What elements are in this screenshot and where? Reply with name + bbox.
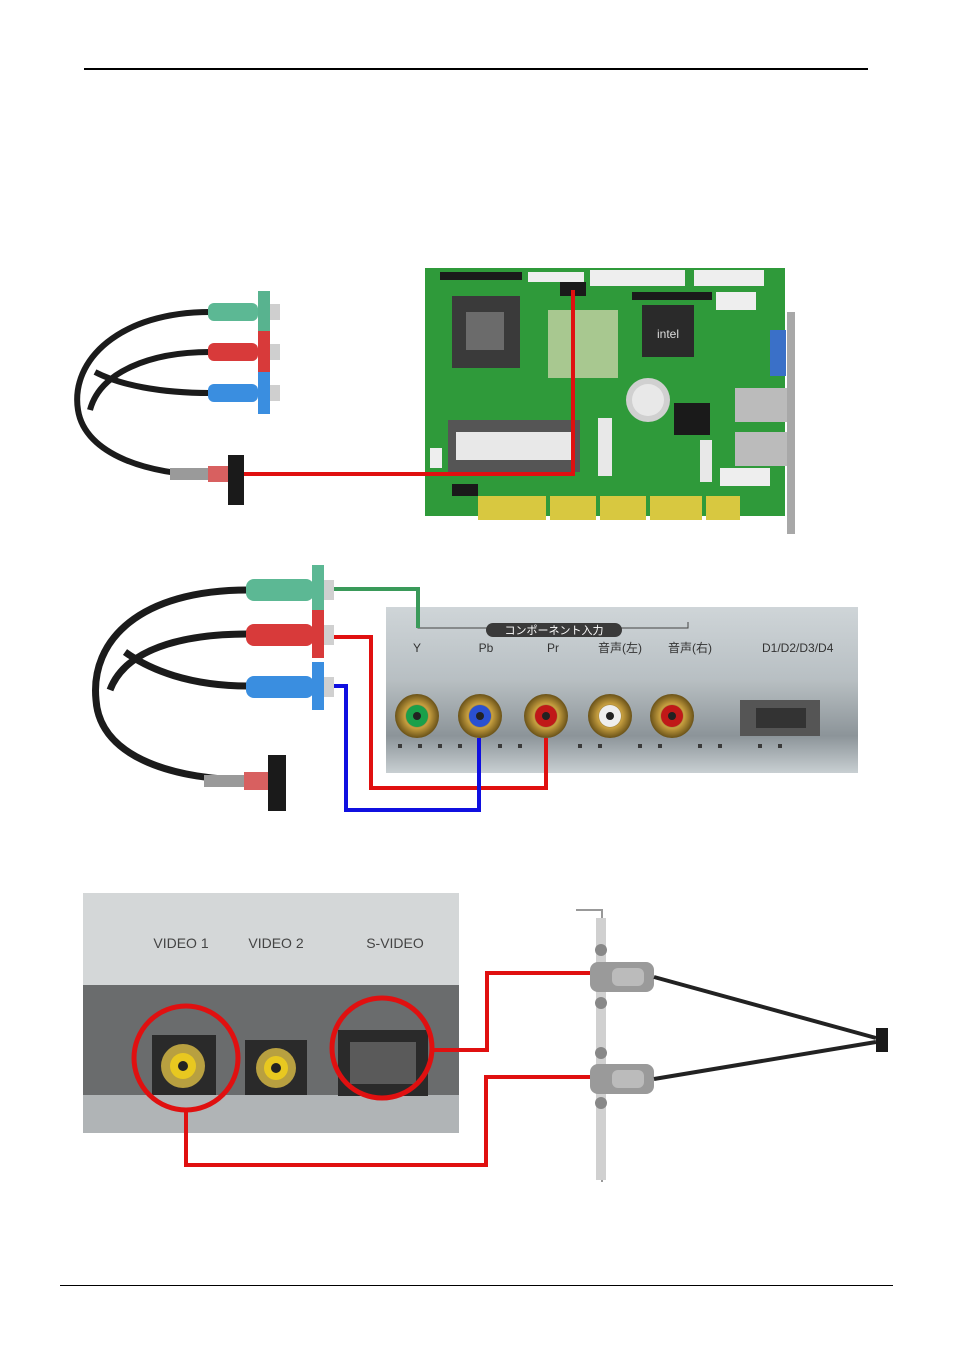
label-y: Y: [413, 641, 421, 655]
label-video2: VIDEO 2: [248, 935, 303, 951]
label-audio-left: 音声(左): [598, 640, 642, 655]
jack-pb: [458, 694, 502, 738]
motherboard: intel: [425, 268, 795, 534]
header-connector-2: [268, 755, 286, 811]
cable-end-connector: [876, 1028, 888, 1052]
d-terminal-port: [740, 700, 820, 736]
chipset: [642, 305, 694, 357]
lan-port-1: [735, 388, 787, 422]
jack-video2: [245, 1040, 307, 1095]
red-wire-video1: [184, 1075, 590, 1167]
jack-audio-right: [650, 694, 694, 738]
rca-plug-red-2: [246, 610, 334, 658]
label-audio-right: 音声(右): [668, 640, 712, 655]
header-connector: [228, 455, 244, 505]
io-bracket: [787, 312, 795, 534]
red-wire-component: [334, 635, 548, 790]
highlight-svideo: [329, 995, 435, 1101]
jack-audio-left: [588, 694, 632, 738]
footer-rule: [60, 1285, 893, 1286]
label-video1: VIDEO 1: [153, 935, 208, 951]
lan-port-2: [735, 432, 787, 466]
blue-wire-component: [334, 684, 481, 812]
ide-header: [590, 270, 685, 286]
tv-video-panel: VIDEO 1 VIDEO 2 S-VIDEO: [83, 893, 459, 1133]
label-svideo: S-VIDEO: [366, 935, 424, 951]
pci-edge-connector: [478, 496, 740, 520]
red-wire-board: [244, 290, 575, 476]
jack-video1: [152, 1035, 216, 1095]
rca-plug-blue-2: [246, 662, 334, 710]
vga-port: [770, 330, 786, 376]
rca-plug-red: [208, 331, 280, 373]
rca-plug-blue: [208, 372, 280, 414]
red-wire-svideo: [434, 971, 590, 1052]
component-input-title: コンポーネント入力: [505, 624, 604, 637]
rca-plug-green-2: [246, 565, 334, 613]
jack-pr: [524, 694, 568, 738]
tv-component-panel: コンポーネント入力 Y Pb Pr 音声(左) 音声(右) D1/D2/D3/D…: [386, 607, 858, 773]
component-cable-2: [92, 565, 334, 811]
label-d-terminal: D1/D2/D3/D4: [762, 641, 834, 655]
component-cable-1: [74, 291, 280, 505]
jack-y: [395, 694, 439, 738]
video-out-bracket: [576, 909, 888, 1182]
cable-sleeve: [170, 468, 208, 480]
header-rule: [84, 68, 868, 70]
rca-plug-green: [208, 291, 280, 333]
tv-out-header: [560, 282, 586, 296]
green-wire: [334, 587, 420, 628]
label-pb: Pb: [479, 641, 494, 655]
chip-marking: intel: [657, 327, 679, 341]
northbridge-heatsink: [548, 310, 618, 378]
label-pr: Pr: [547, 641, 559, 655]
